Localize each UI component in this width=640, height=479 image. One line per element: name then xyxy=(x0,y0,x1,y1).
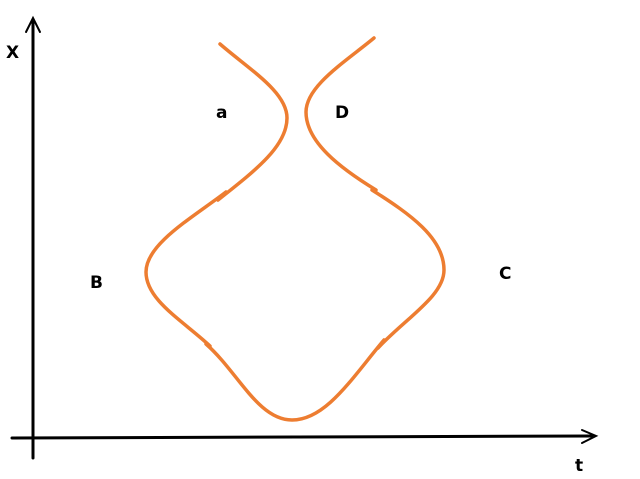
left-diamond-edge xyxy=(144,190,228,348)
region-label-d: D xyxy=(335,103,349,123)
x-axis-arrowhead xyxy=(581,429,599,444)
y-axis-arrowhead xyxy=(25,15,41,33)
region-label-a: a xyxy=(216,103,227,123)
x-axis-label: t xyxy=(575,456,583,476)
region-label-b: B xyxy=(90,273,103,293)
bottom-curve xyxy=(204,338,386,422)
right-diamond-edge xyxy=(370,188,446,350)
y-axis-label: X xyxy=(6,43,19,63)
region-label-c: C xyxy=(499,264,511,284)
upper-left-curve xyxy=(216,42,289,202)
x-axis xyxy=(10,434,594,440)
upper-right-curve xyxy=(304,36,378,192)
